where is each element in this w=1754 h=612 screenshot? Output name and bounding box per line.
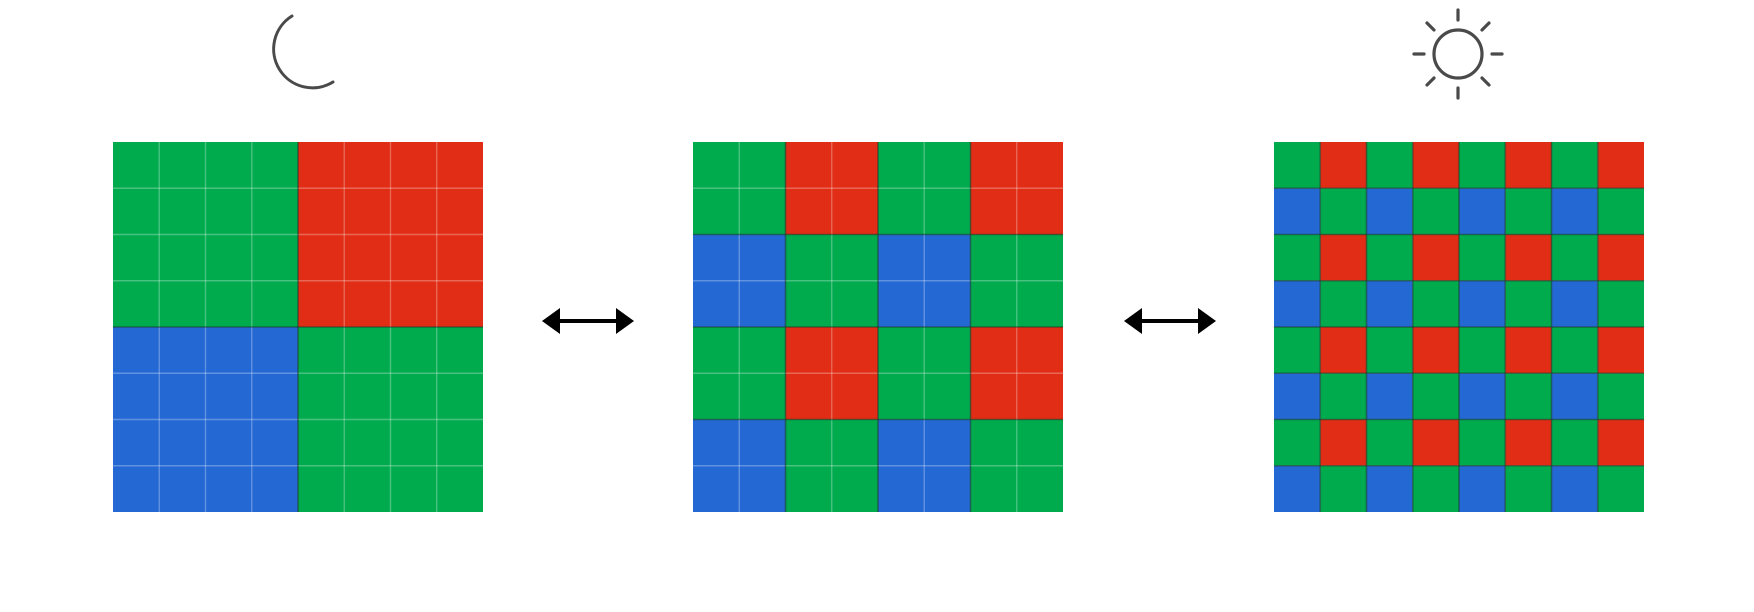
filter-block-g [1459,327,1506,374]
filter-block-g [113,142,298,327]
double-arrow-icon [542,308,634,334]
filter-block-b [1551,280,1598,327]
moon-icon [272,14,335,90]
filter-block-b [693,419,786,512]
filter-block-g [970,234,1063,327]
filter-block-r [970,142,1063,235]
filter-block-g [1274,419,1321,466]
filter-block-r [785,327,878,420]
filter-block-r [970,327,1063,420]
filter-block-b [113,327,298,512]
filter-block-g [1459,142,1506,189]
filter-block-b [1274,465,1321,512]
filter-block-r [1412,142,1459,189]
filter-block-g [298,327,483,512]
filter-block-r [1320,419,1367,466]
filter-block-r [1412,327,1459,374]
filter-block-b [878,234,971,327]
filter-block-g [878,142,971,235]
filter-block-g [1412,280,1459,327]
filter-block-g [1366,234,1413,281]
filter-block-g [785,419,878,512]
filter-block-g [1412,465,1459,512]
filter-block-g [1274,142,1321,189]
filter-block-g [970,419,1063,512]
double-arrow-icon [1124,308,1216,334]
filter-block-g [1597,373,1644,420]
filter-block-g [693,327,786,420]
filter-block-r [1597,327,1644,374]
filter-block-r [1505,419,1552,466]
filter-block-g [1412,373,1459,420]
filter-block-g [1597,280,1644,327]
filter-block-b [1551,465,1598,512]
filter-block-g [1366,419,1413,466]
filter-block-r [1320,234,1367,281]
filter-block-r [1412,234,1459,281]
filter-block-r [1505,234,1552,281]
filter-block-g [785,234,878,327]
quad-bayer-binned-grid [113,142,483,512]
filter-block-b [1366,188,1413,235]
filter-block-g [1366,142,1413,189]
filter-block-b [1366,280,1413,327]
filter-block-r [1320,327,1367,374]
filter-block-b [1459,465,1506,512]
filter-block-b [1459,280,1506,327]
filter-block-b [878,419,971,512]
filter-block-g [1320,280,1367,327]
filter-block-g [1274,234,1321,281]
filter-block-b [1274,188,1321,235]
filter-block-g [1320,188,1367,235]
filter-block-g [878,327,971,420]
filter-block-g [1505,188,1552,235]
filter-block-b [693,234,786,327]
filter-block-r [1320,142,1367,189]
filter-block-g [1597,188,1644,235]
filter-block-g [1412,188,1459,235]
filter-block-b [1366,373,1413,420]
filter-block-b [1459,188,1506,235]
filter-block-r [1412,419,1459,466]
filter-block-b [1551,188,1598,235]
filter-block-r [785,142,878,235]
bayer-remosaic-grid [1274,142,1644,512]
filter-block-g [1459,419,1506,466]
filter-block-g [1459,234,1506,281]
filter-block-g [693,142,786,235]
filter-block-r [1505,142,1552,189]
filter-block-g [1551,142,1598,189]
filter-block-b [1366,465,1413,512]
filter-block-r [1505,327,1552,374]
filter-block-b [1274,373,1321,420]
filter-block-g [1366,327,1413,374]
sun-icon [1412,8,1504,100]
filter-block-g [1274,327,1321,374]
filter-block-g [1320,465,1367,512]
filter-block-g [1320,373,1367,420]
filter-block-b [1551,373,1598,420]
filter-block-r [1597,142,1644,189]
filter-block-b [1459,373,1506,420]
filter-block-r [1597,419,1644,466]
quad-bayer-grid [693,142,1063,512]
filter-block-g [1551,234,1598,281]
filter-block-g [1551,327,1598,374]
filter-block-g [1597,465,1644,512]
filter-block-g [1551,419,1598,466]
filter-block-g [1505,465,1552,512]
filter-block-r [298,142,483,327]
filter-block-g [1505,373,1552,420]
filter-block-b [1274,280,1321,327]
filter-block-r [1597,234,1644,281]
filter-block-g [1505,280,1552,327]
